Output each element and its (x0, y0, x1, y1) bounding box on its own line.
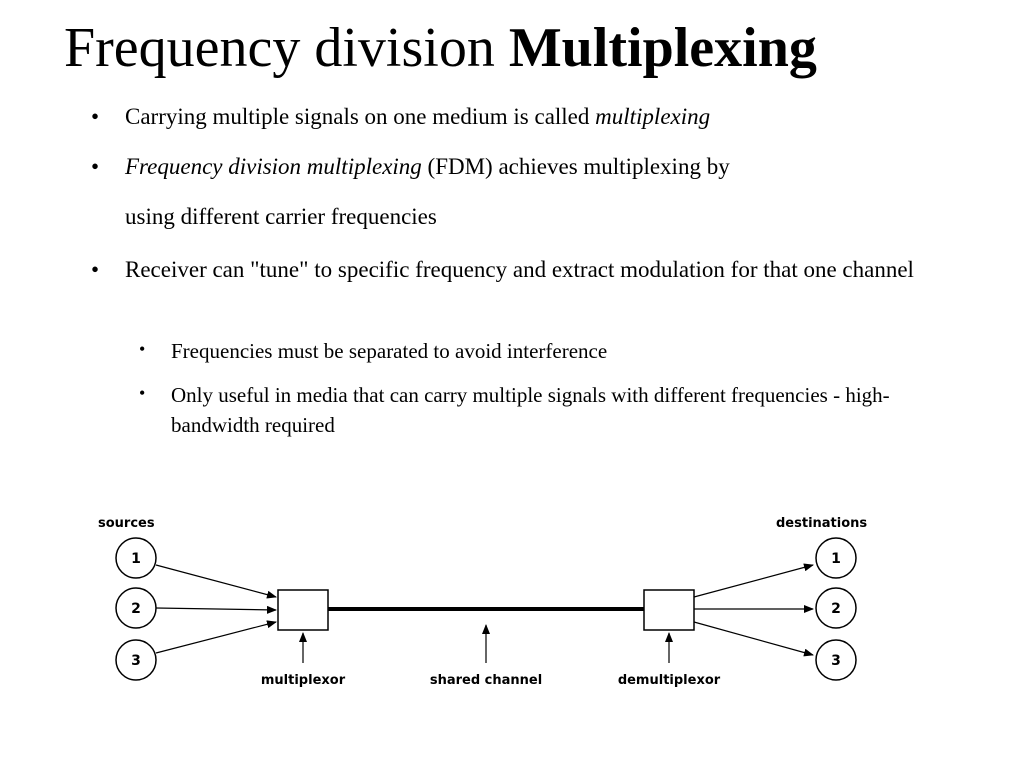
source-1-arrow (155, 564, 277, 599)
destination-node-2-label: 2 (831, 601, 841, 617)
bullet-dot: • (91, 257, 100, 282)
slide-title: Frequency division Multiplexing (64, 17, 817, 80)
bullet-multiplexing-definition: • Carrying multiple signals on one mediu… (91, 101, 905, 133)
destination-node-1-label: 1 (831, 551, 841, 567)
bullet-receiver-tune: • Receiver can "tune" to specific freque… (91, 254, 925, 286)
subbullet-separation: • Frequencies must be separated to avoid… (139, 336, 891, 366)
source-node-1: 1 (115, 537, 157, 579)
destination-node-3: 3 (815, 639, 857, 681)
bullet-text: Receiver can "tune" to specific frequenc… (125, 257, 914, 282)
source-node-3-label: 3 (131, 653, 141, 669)
demultiplexor-label: demultiplexor (618, 673, 721, 688)
bullet-fdm-definition: • Frequency division multiplexing (FDM) … (91, 151, 905, 232)
bullet-text: (FDM) achieves multiplexing by (421, 154, 730, 179)
subbullet-text: Frequencies must be separated to avoid i… (171, 339, 608, 363)
destinations-label: destinations (776, 516, 867, 531)
subbullet-text: Only useful in media that can carry mult… (171, 383, 890, 438)
title-bold: Multiplexing (508, 17, 817, 79)
multiplexor-label: multiplexor (261, 673, 346, 688)
demultiplexor-box (643, 589, 695, 631)
destination-node-2: 2 (815, 587, 857, 629)
subbullet-dot: • (139, 339, 146, 359)
title-regular: Frequency division (64, 17, 509, 79)
source-3-arrow (155, 620, 277, 654)
source-node-1-label: 1 (131, 551, 141, 567)
multiplexor-box (277, 589, 329, 631)
bullet-text: Carrying multiple signals on one medium … (125, 104, 596, 129)
destination-node-1: 1 (815, 537, 857, 579)
source-node-2: 2 (115, 587, 157, 629)
source-node-2-label: 2 (131, 601, 141, 617)
bullet-emphasis: Frequency division multiplexing (125, 154, 422, 179)
sources-label: sources (98, 516, 155, 531)
subbullet-bandwidth: • Only useful in media that can carry mu… (139, 380, 891, 441)
bullet-dot: • (91, 154, 100, 179)
destination-1-arrow (693, 563, 814, 598)
bullet-dot: • (91, 104, 100, 129)
destination-node-3-label: 3 (831, 653, 841, 669)
bullet-text-line2: using different carrier frequencies (125, 203, 437, 229)
source-2-arrow (155, 605, 277, 614)
shared-channel-label: shared channel (430, 673, 542, 688)
source-node-3: 3 (115, 639, 157, 681)
subbullet-dot: • (139, 383, 146, 403)
destination-3-arrow (693, 621, 814, 657)
bullet-emphasis: multiplexing (595, 104, 711, 129)
